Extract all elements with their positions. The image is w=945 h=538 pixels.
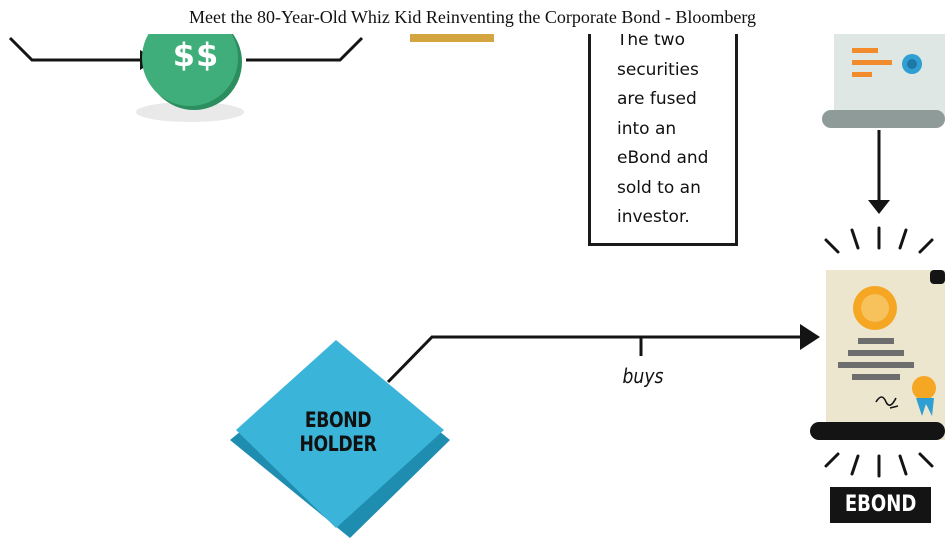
arrow-icon [868,200,890,214]
ebond-holder-shape [230,340,450,538]
coin-symbol: $$ [172,36,220,74]
ebond-tag-text: EBOND [844,492,917,517]
burst-lines-top [824,226,934,254]
note-line: into an [617,118,677,139]
ebond-holder-line: HOLDER [299,432,377,456]
ebond-certificate-icon [810,270,945,440]
note-line: are fused [617,89,697,109]
note-box: The two securities are fused into an eBo… [588,18,738,246]
left-connector-line [8,36,140,62]
note-line: eBond and [617,148,709,168]
buys-connector-line [386,335,802,384]
arrow-icon [800,324,820,350]
buys-label: buys [622,364,664,388]
coin-icon [136,10,244,122]
note-line: investor. [617,207,690,227]
ebond-holder-line: EBOND [304,408,372,432]
seal-icon [853,286,897,330]
note-line: sold to an [617,177,701,198]
ebond-tag: EBOND [830,487,931,523]
certificate-icon [822,28,945,128]
burst-lines-bottom [824,452,934,478]
ebond-holder-label: EBOND HOLDER [281,408,396,456]
note-line: securities [617,59,699,80]
signature-icon [875,396,899,409]
coin-right-connector [246,36,364,62]
window-title: Meet the 80-Year-Old Whiz Kid Reinventin… [0,0,945,34]
note-line: The two [617,30,685,50]
